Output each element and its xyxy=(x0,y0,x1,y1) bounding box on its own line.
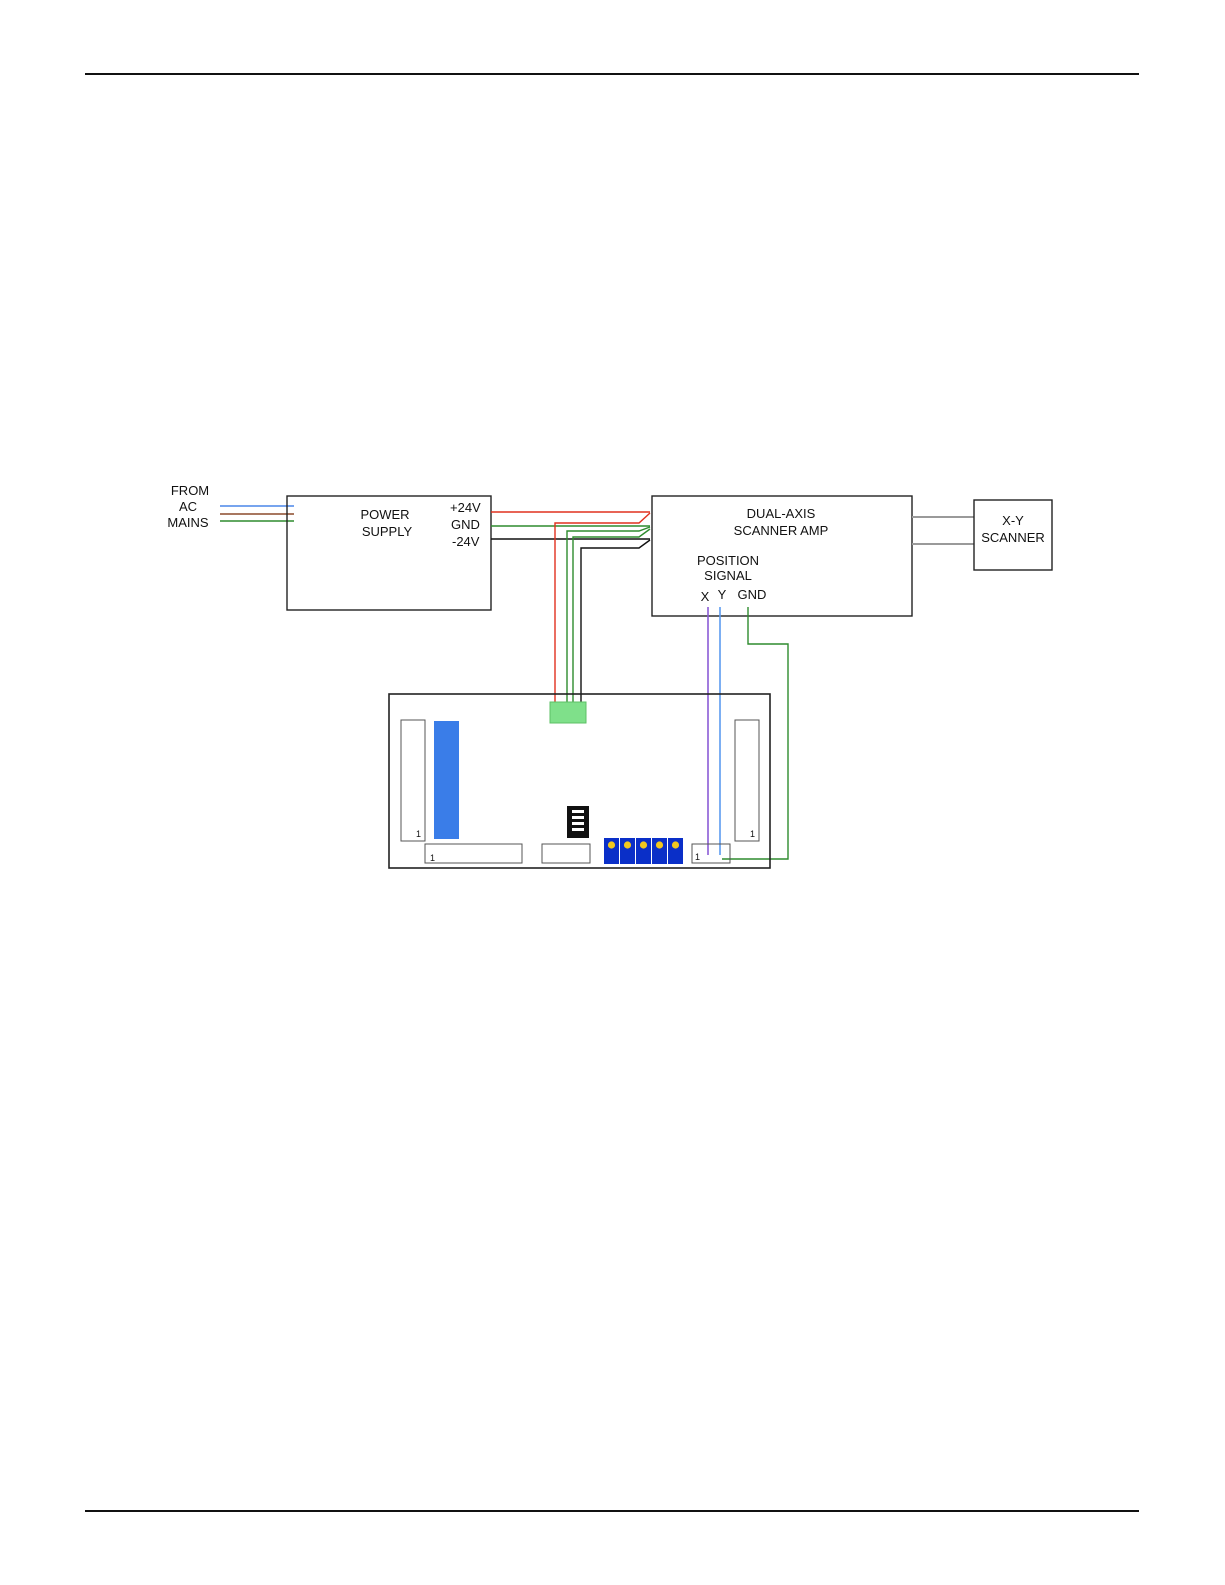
wire-gnd-board-2 xyxy=(573,529,650,707)
wire-pos-gnd xyxy=(722,607,788,859)
minus24v-label: -24V xyxy=(452,534,480,549)
header-right xyxy=(735,720,759,841)
ac-mains-label-line-3: MAINS xyxy=(167,515,209,530)
power-supply-label-line-1: POWER xyxy=(360,507,409,522)
ac-mains-label: FROM AC MAINS xyxy=(167,483,209,530)
position-signal-label-line-1: POSITION xyxy=(697,553,759,568)
header-middle xyxy=(542,844,590,863)
wire-plus24v-board xyxy=(555,513,650,707)
power-connector xyxy=(550,702,586,723)
dip-switch xyxy=(567,806,589,838)
header-right-pin1: 1 xyxy=(750,829,755,839)
xy-scanner-label-line-2: SCANNER xyxy=(981,530,1045,545)
pos-x-label: X xyxy=(701,589,710,604)
wire-minus24v-board xyxy=(581,540,650,707)
xy-scanner-label-line-1: X-Y xyxy=(1002,513,1024,528)
pos-gnd-label: GND xyxy=(738,587,767,602)
header-bottom xyxy=(425,844,522,863)
signal-connector-pin1: 1 xyxy=(695,852,700,862)
pos-y-label: Y xyxy=(718,587,727,602)
power-supply-label-line-2: SUPPLY xyxy=(362,524,413,539)
gnd-label: GND xyxy=(451,517,480,532)
header-left xyxy=(401,720,425,841)
scanner-amp-label-line-1: DUAL-AXIS xyxy=(747,506,816,521)
trim-pots xyxy=(604,838,683,864)
header-bottom-pin1: 1 xyxy=(430,853,435,863)
wire-gnd-board-1 xyxy=(567,527,650,707)
blue-header xyxy=(434,721,459,839)
ac-mains-label-line-2: AC xyxy=(179,499,197,514)
header-left-pin1: 1 xyxy=(416,829,421,839)
scanner-amp-label-line-2: SCANNER AMP xyxy=(734,523,829,538)
position-signal-label-line-2: SIGNAL xyxy=(704,568,752,583)
plus24v-label: +24V xyxy=(450,500,481,515)
ac-mains-label-line-1: FROM xyxy=(171,483,209,498)
